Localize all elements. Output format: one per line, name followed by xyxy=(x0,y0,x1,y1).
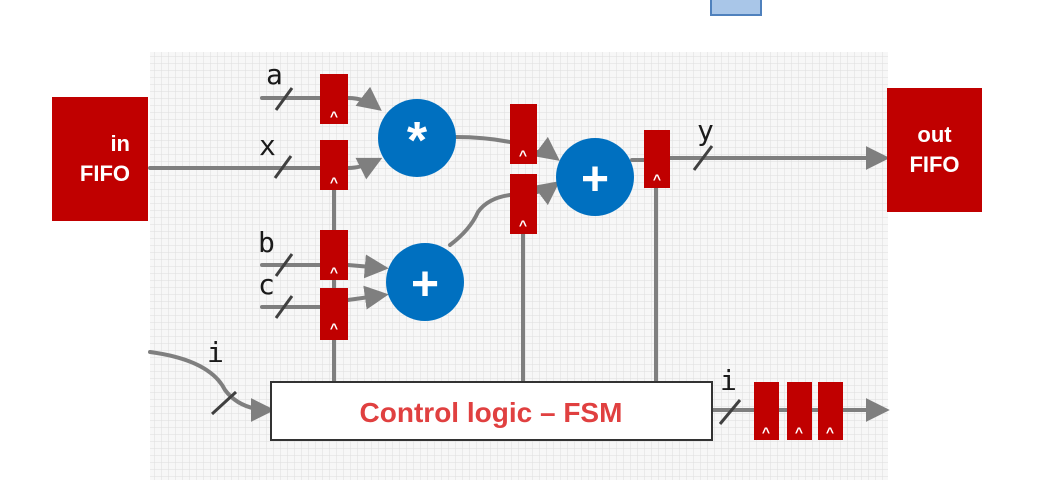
input-fifo-line1: in xyxy=(110,131,130,156)
register-x xyxy=(320,140,348,190)
register-a xyxy=(320,74,348,124)
input-fifo-line2: FIFO xyxy=(79,161,130,186)
bus-slash-y xyxy=(692,145,714,171)
control-logic-box xyxy=(270,381,713,441)
label-i-in: i xyxy=(207,336,224,369)
multiplier-symbol: * xyxy=(407,112,428,170)
register-a-marker: ^ xyxy=(330,108,338,124)
label-c: c xyxy=(258,268,275,301)
register-y xyxy=(644,130,670,188)
bus-slash-i-out xyxy=(718,399,742,425)
register-i1-marker: ^ xyxy=(762,424,770,440)
label-x: x xyxy=(259,129,276,162)
register-c-marker: ^ xyxy=(330,320,338,336)
label-i-out: i xyxy=(720,364,737,397)
output-fifo-line1: out xyxy=(917,122,952,147)
bus-slash-c xyxy=(274,295,294,319)
output-fifo: out FIFO xyxy=(887,88,982,212)
wire-mult-out xyxy=(453,135,512,144)
wire-c-to-add xyxy=(346,285,389,310)
bus-slash-a xyxy=(274,87,294,111)
register-i3-marker: ^ xyxy=(826,424,834,440)
register-mult-out xyxy=(510,104,537,164)
slide-tab-fragment xyxy=(710,0,762,16)
adder-bc-circle xyxy=(386,243,464,321)
input-fifo: in FIFO xyxy=(52,97,148,221)
control-logic-label: Control logic – FSM xyxy=(360,397,623,428)
register-i-2 xyxy=(787,382,812,440)
register-c xyxy=(320,288,348,340)
wire-i-in xyxy=(148,350,275,422)
wire-a-to-mult xyxy=(346,86,382,111)
register-b-marker: ^ xyxy=(330,264,338,280)
bus-slash-i-in xyxy=(210,390,238,416)
bus-slash-b xyxy=(274,253,294,277)
register-add-marker: ^ xyxy=(519,217,527,233)
label-y: y xyxy=(697,114,714,147)
register-i2-marker: ^ xyxy=(795,424,803,440)
register-x-marker: ^ xyxy=(330,174,338,190)
bus-slash-x xyxy=(273,155,293,179)
wire-mult-to-add xyxy=(533,136,560,161)
wire-b-to-add xyxy=(346,254,389,279)
wire-x-to-mult xyxy=(346,157,383,180)
multiplier-circle xyxy=(378,99,456,177)
adder-final-symbol: + xyxy=(581,153,609,206)
register-y-marker: ^ xyxy=(653,171,661,187)
adder-bc-symbol: + xyxy=(411,258,439,311)
adder-final-circle xyxy=(556,138,634,216)
register-add-out xyxy=(510,174,537,234)
wire-addbc-to-add xyxy=(533,181,560,206)
register-i-3 xyxy=(818,382,843,440)
wire-addbc-out xyxy=(448,193,512,247)
label-b: b xyxy=(258,226,275,259)
register-mult-marker: ^ xyxy=(519,147,527,163)
register-b xyxy=(320,230,348,280)
label-a: a xyxy=(266,58,283,91)
output-fifo-line2: FIFO xyxy=(909,152,960,177)
register-i-1 xyxy=(754,382,779,440)
